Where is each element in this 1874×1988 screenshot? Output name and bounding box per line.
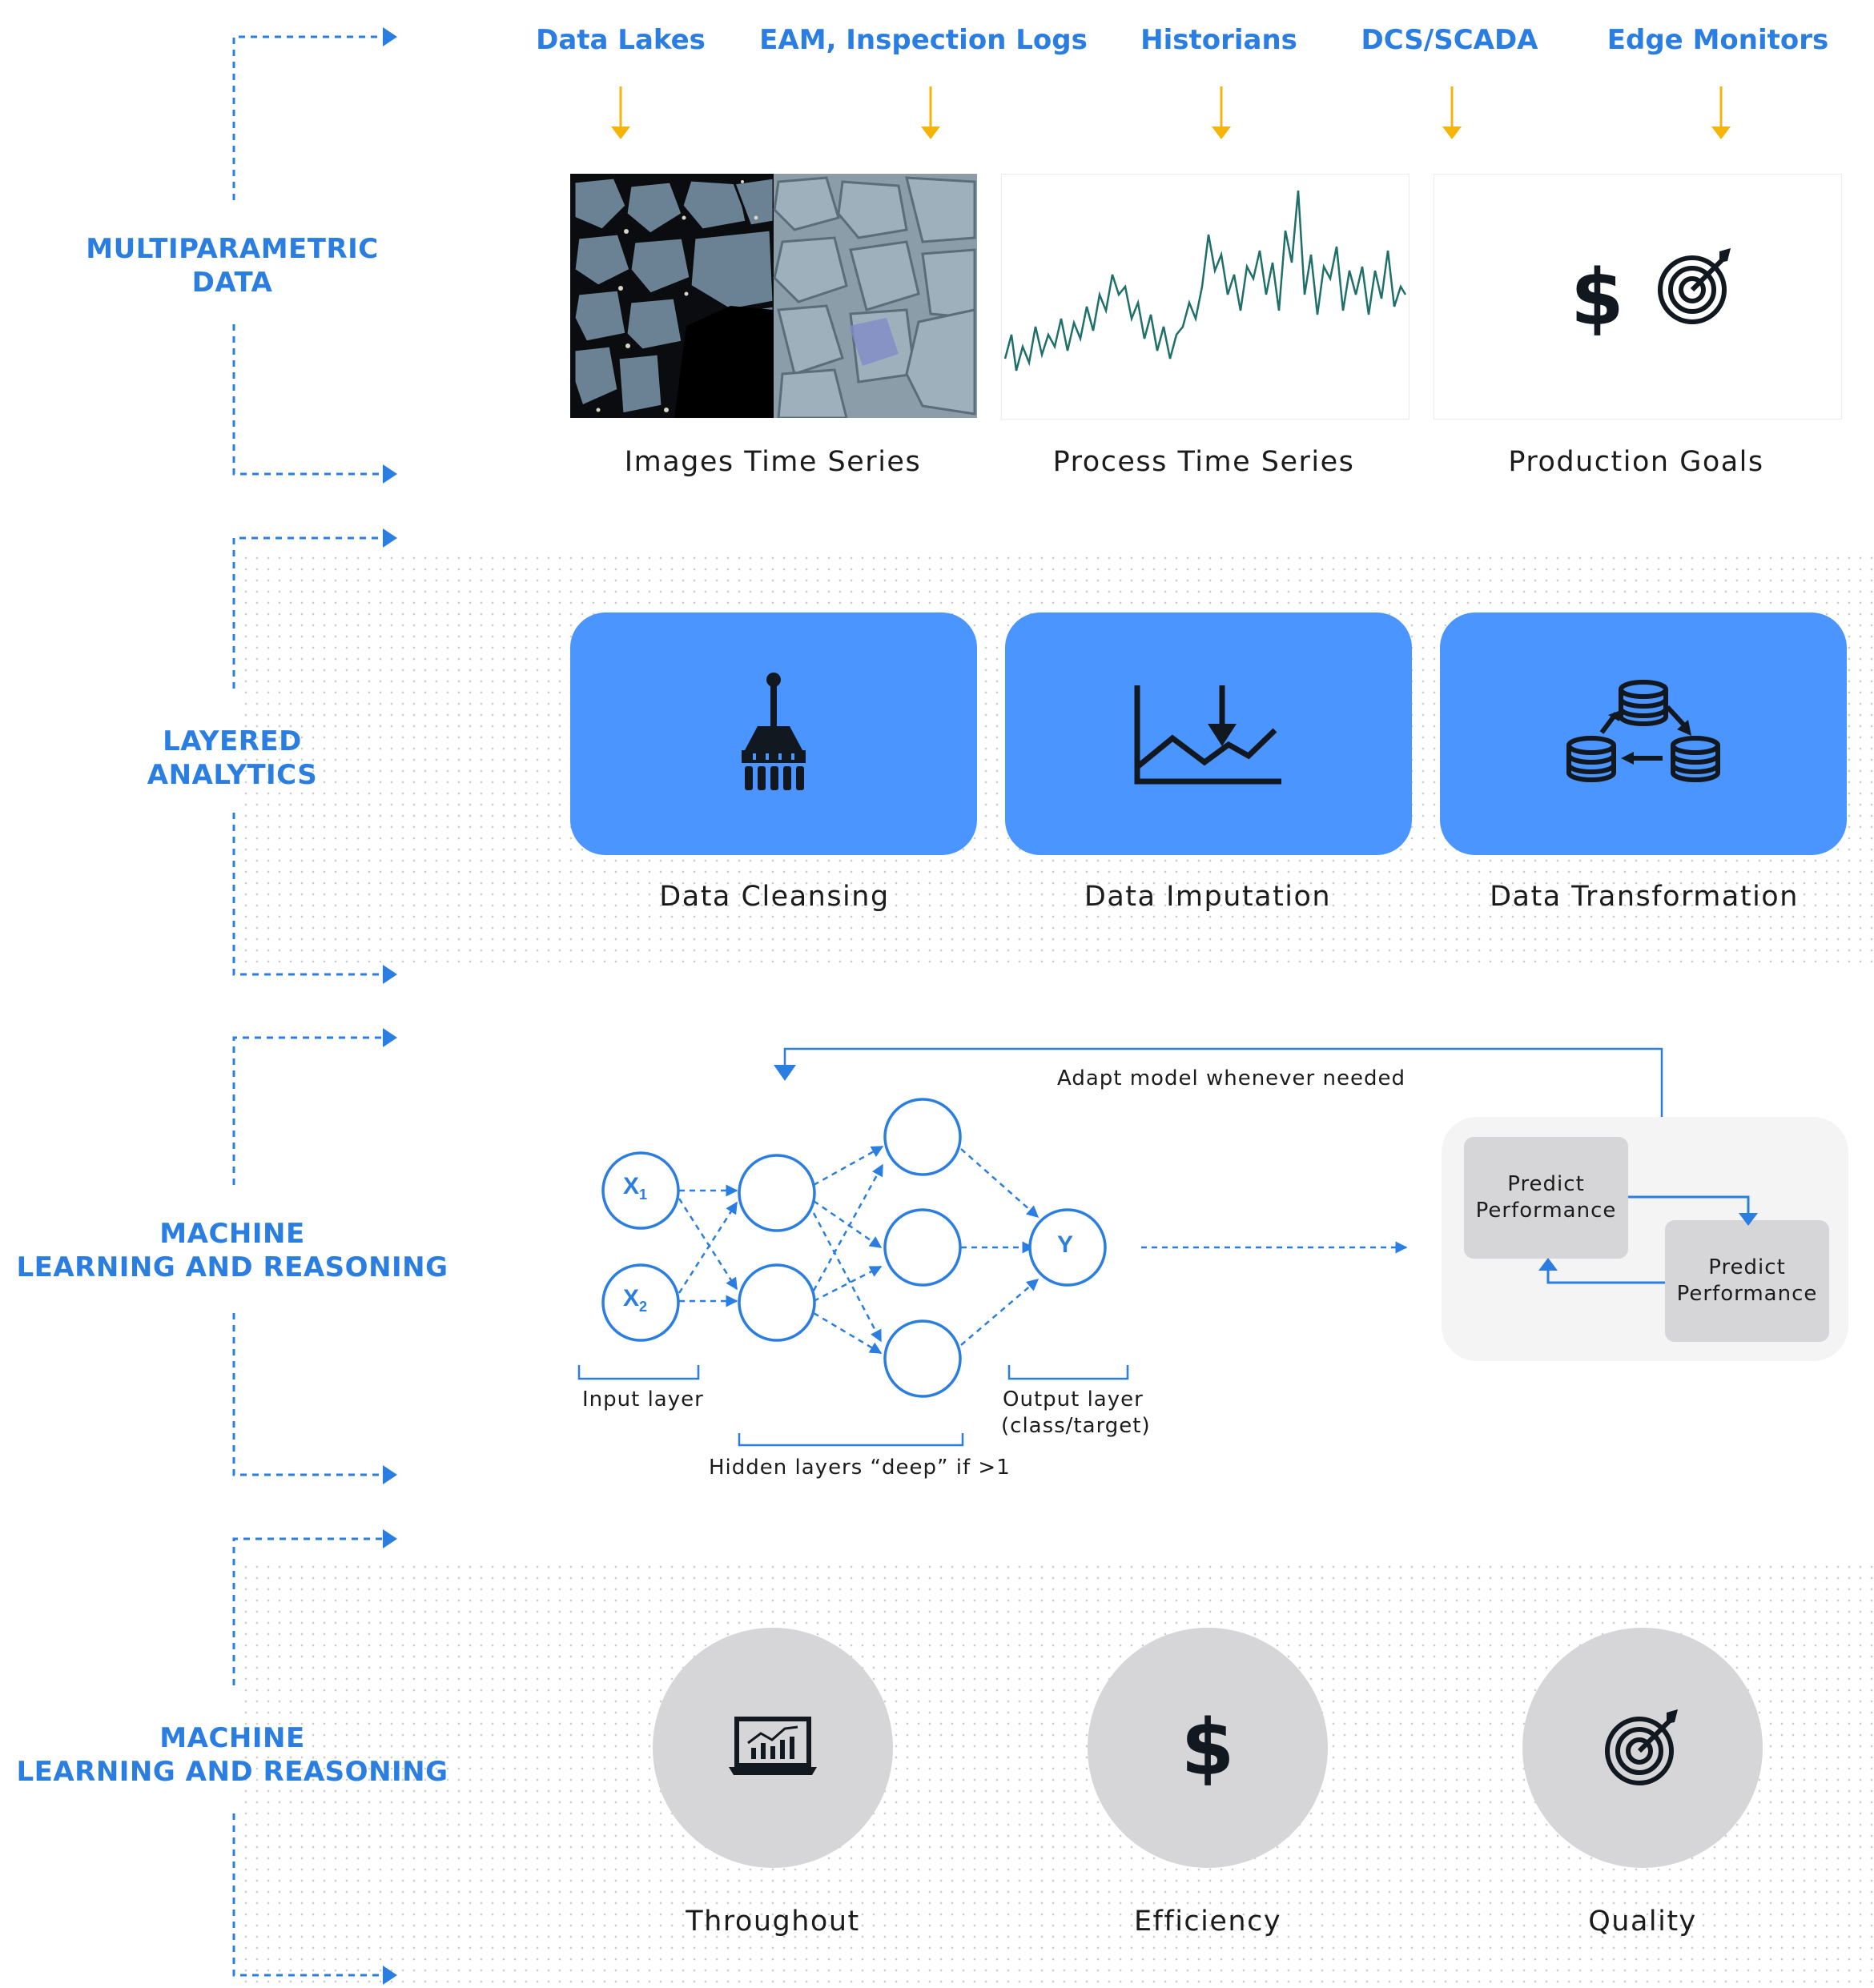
rock-image bbox=[570, 174, 977, 420]
source-eam: EAM, Inspection Logs bbox=[759, 24, 1088, 56]
caption-throughput: Throughout bbox=[686, 1906, 860, 1938]
process-time-series-tile bbox=[1001, 174, 1410, 420]
database-cycle-icon bbox=[1566, 679, 1720, 782]
source-dcs-scada: DCS/SCADA bbox=[1361, 24, 1538, 56]
source-historians: Historians bbox=[1140, 24, 1297, 56]
efficiency-circle: $ bbox=[1088, 1628, 1328, 1868]
target-icon bbox=[1658, 248, 1731, 324]
dollar-icon: $ bbox=[1180, 1703, 1235, 1793]
neural-network-diagram bbox=[577, 1047, 1663, 1447]
stage-label-ml-1: MACHINE LEARNING AND REASONING bbox=[0, 1217, 464, 1284]
stage-label-line: LAYERED bbox=[163, 725, 302, 757]
caption-images-time-series: Images Time Series bbox=[624, 446, 922, 478]
predict-line: Predict bbox=[1708, 1255, 1786, 1279]
predict-performance-box-1: Predict Performance bbox=[1464, 1137, 1628, 1259]
laptop-chart-icon bbox=[729, 1717, 817, 1775]
production-goals-tile: $ bbox=[1434, 174, 1842, 420]
feedback-label: Adapt model whenever needed bbox=[1057, 1066, 1406, 1090]
input-subscript: 2 bbox=[639, 1299, 648, 1315]
process-line-chart bbox=[1003, 190, 1407, 371]
predict-line: Performance bbox=[1676, 1282, 1818, 1306]
stage-label-line: DATA bbox=[191, 267, 273, 299]
prediction-loop-arrows bbox=[1538, 1195, 1758, 1284]
data-imputation-card bbox=[1005, 612, 1412, 855]
output-node-label: Y bbox=[1057, 1231, 1074, 1258]
quality-circle bbox=[1522, 1628, 1763, 1868]
output-layer-sublabel: (class/target) bbox=[1001, 1414, 1151, 1438]
stage-label-ml-2: MACHINE LEARNING AND REASONING bbox=[0, 1721, 464, 1789]
caption-quality: Quality bbox=[1588, 1906, 1697, 1938]
chart-down-arrow-icon bbox=[1134, 685, 1281, 784]
stage-label-line: MACHINE bbox=[159, 1218, 305, 1250]
stage-label-line: ANALYTICS bbox=[147, 759, 318, 791]
caption-data-transformation: Data Transformation bbox=[1490, 881, 1799, 913]
images-time-series-tile bbox=[570, 174, 977, 420]
target-icon bbox=[1605, 1709, 1678, 1785]
input-layer-label: Input layer bbox=[582, 1388, 704, 1412]
stage-label-line: MACHINE bbox=[159, 1722, 305, 1754]
stage-label-line: LEARNING AND REASONING bbox=[16, 1756, 448, 1788]
output-layer-label: Output layer bbox=[1003, 1388, 1144, 1412]
source-data-lakes: Data Lakes bbox=[536, 24, 706, 56]
caption-process-time-series: Process Time Series bbox=[1052, 446, 1355, 478]
caption-data-cleansing: Data Cleansing bbox=[659, 881, 890, 913]
hidden-layers-label: Hidden layers “deep” if >1 bbox=[709, 1456, 1011, 1480]
predict-performance-box-2: Predict Performance bbox=[1665, 1220, 1829, 1342]
caption-production-goals: Production Goals bbox=[1508, 446, 1764, 478]
input-symbol: X bbox=[623, 1173, 640, 1199]
data-cleansing-card bbox=[570, 612, 977, 855]
stage-label-line: LEARNING AND REASONING bbox=[16, 1251, 448, 1283]
predict-line: Performance bbox=[1475, 1199, 1617, 1223]
source-edge-monitors: Edge Monitors bbox=[1607, 24, 1829, 56]
brush-icon bbox=[742, 672, 806, 790]
caption-data-imputation: Data Imputation bbox=[1084, 881, 1332, 913]
predict-line: Predict bbox=[1507, 1172, 1585, 1196]
stage-label-layered: LAYERED ANALYTICS bbox=[0, 725, 464, 792]
data-transformation-card bbox=[1440, 612, 1847, 855]
input-node-1-label: X1 bbox=[623, 1173, 647, 1203]
throughput-circle bbox=[653, 1628, 893, 1868]
input-symbol: X bbox=[623, 1285, 640, 1311]
source-arrows bbox=[611, 86, 1731, 139]
caption-efficiency: Efficiency bbox=[1133, 1906, 1282, 1938]
stage-label-multiparametric: MULTIPARAMETRIC DATA bbox=[0, 232, 464, 299]
input-subscript: 1 bbox=[639, 1187, 648, 1203]
input-node-2-label: X2 bbox=[623, 1285, 647, 1315]
stage-label-line: MULTIPARAMETRIC bbox=[86, 233, 379, 265]
dollar-icon: $ bbox=[1570, 253, 1624, 343]
